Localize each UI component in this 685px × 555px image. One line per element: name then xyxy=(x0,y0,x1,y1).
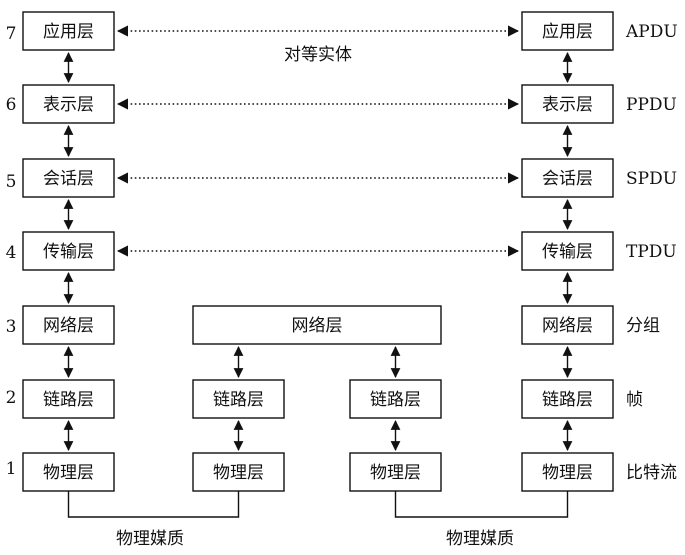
left-transport-label: 传输层 xyxy=(43,242,94,262)
router-link-layer-left: 链路层 xyxy=(192,379,285,419)
layer-number-2: 2 xyxy=(6,388,17,408)
pdu-label-presentation: PPDU xyxy=(626,95,677,115)
router-link-layer-right: 链路层 xyxy=(349,379,442,419)
left-session-layer: 会话层 xyxy=(22,158,115,198)
peer-entity-label: 对等实体 xyxy=(284,45,352,65)
left-link-label: 链路层 xyxy=(43,390,94,410)
left-transport-layer: 传输层 xyxy=(22,231,115,271)
layer-number-3: 3 xyxy=(6,317,17,337)
right-application-layer: 应用层 xyxy=(521,11,614,51)
right-physical-label: 物理层 xyxy=(542,463,593,483)
pdu-label-transport: TPDU xyxy=(626,242,677,262)
left-physical-label: 物理层 xyxy=(43,463,94,483)
pdu-label-physical: 比特流 xyxy=(626,463,677,483)
medium-connection-left xyxy=(67,491,240,518)
pdu-label-network: 分组 xyxy=(626,316,660,336)
right-session-layer: 会话层 xyxy=(521,158,614,198)
right-transport-layer: 传输层 xyxy=(521,231,614,271)
left-application-layer: 应用层 xyxy=(22,11,115,51)
layer-number-4: 4 xyxy=(6,243,17,263)
pdu-label-link: 帧 xyxy=(626,390,643,410)
router-physical-layer-right: 物理层 xyxy=(349,452,442,492)
router-network-layer: 网络层 xyxy=(192,305,442,345)
pdu-label-application: APDU xyxy=(625,22,678,42)
layer-number-5: 5 xyxy=(6,172,17,192)
right-presentation-label: 表示层 xyxy=(542,95,593,115)
left-session-label: 会话层 xyxy=(43,169,94,189)
left-presentation-layer: 表示层 xyxy=(22,84,115,124)
right-link-label: 链路层 xyxy=(542,390,593,410)
right-network-layer: 网络层 xyxy=(521,305,614,345)
right-physical-layer: 物理层 xyxy=(521,452,614,492)
left-physical-layer: 物理层 xyxy=(22,452,115,492)
left-application-label: 应用层 xyxy=(43,22,94,42)
right-link-layer: 链路层 xyxy=(521,379,614,419)
medium-connection-right xyxy=(394,491,569,518)
layer-number-1: 1 xyxy=(6,459,17,479)
right-network-label: 网络层 xyxy=(542,316,593,336)
router-link-label-right: 链路层 xyxy=(370,390,421,410)
right-application-label: 应用层 xyxy=(542,22,593,42)
left-presentation-label: 表示层 xyxy=(43,95,94,115)
router-physical-label-right: 物理层 xyxy=(370,463,421,483)
router-physical-layer-left: 物理层 xyxy=(192,452,285,492)
right-transport-label: 传输层 xyxy=(542,242,593,262)
router-physical-label-left: 物理层 xyxy=(213,463,264,483)
left-network-label: 网络层 xyxy=(43,316,94,336)
right-presentation-layer: 表示层 xyxy=(521,84,614,124)
layer-number-6: 6 xyxy=(6,95,17,115)
right-session-label: 会话层 xyxy=(542,169,593,189)
left-network-layer: 网络层 xyxy=(22,305,115,345)
router-link-label-left: 链路层 xyxy=(213,390,264,410)
layer-number-7: 7 xyxy=(6,24,17,44)
medium-label-right: 物理媒质 xyxy=(446,529,514,549)
left-link-layer: 链路层 xyxy=(22,379,115,419)
router-network-label: 网络层 xyxy=(292,316,343,336)
medium-label-left: 物理媒质 xyxy=(116,529,184,549)
pdu-label-session: SPDU xyxy=(626,169,677,189)
